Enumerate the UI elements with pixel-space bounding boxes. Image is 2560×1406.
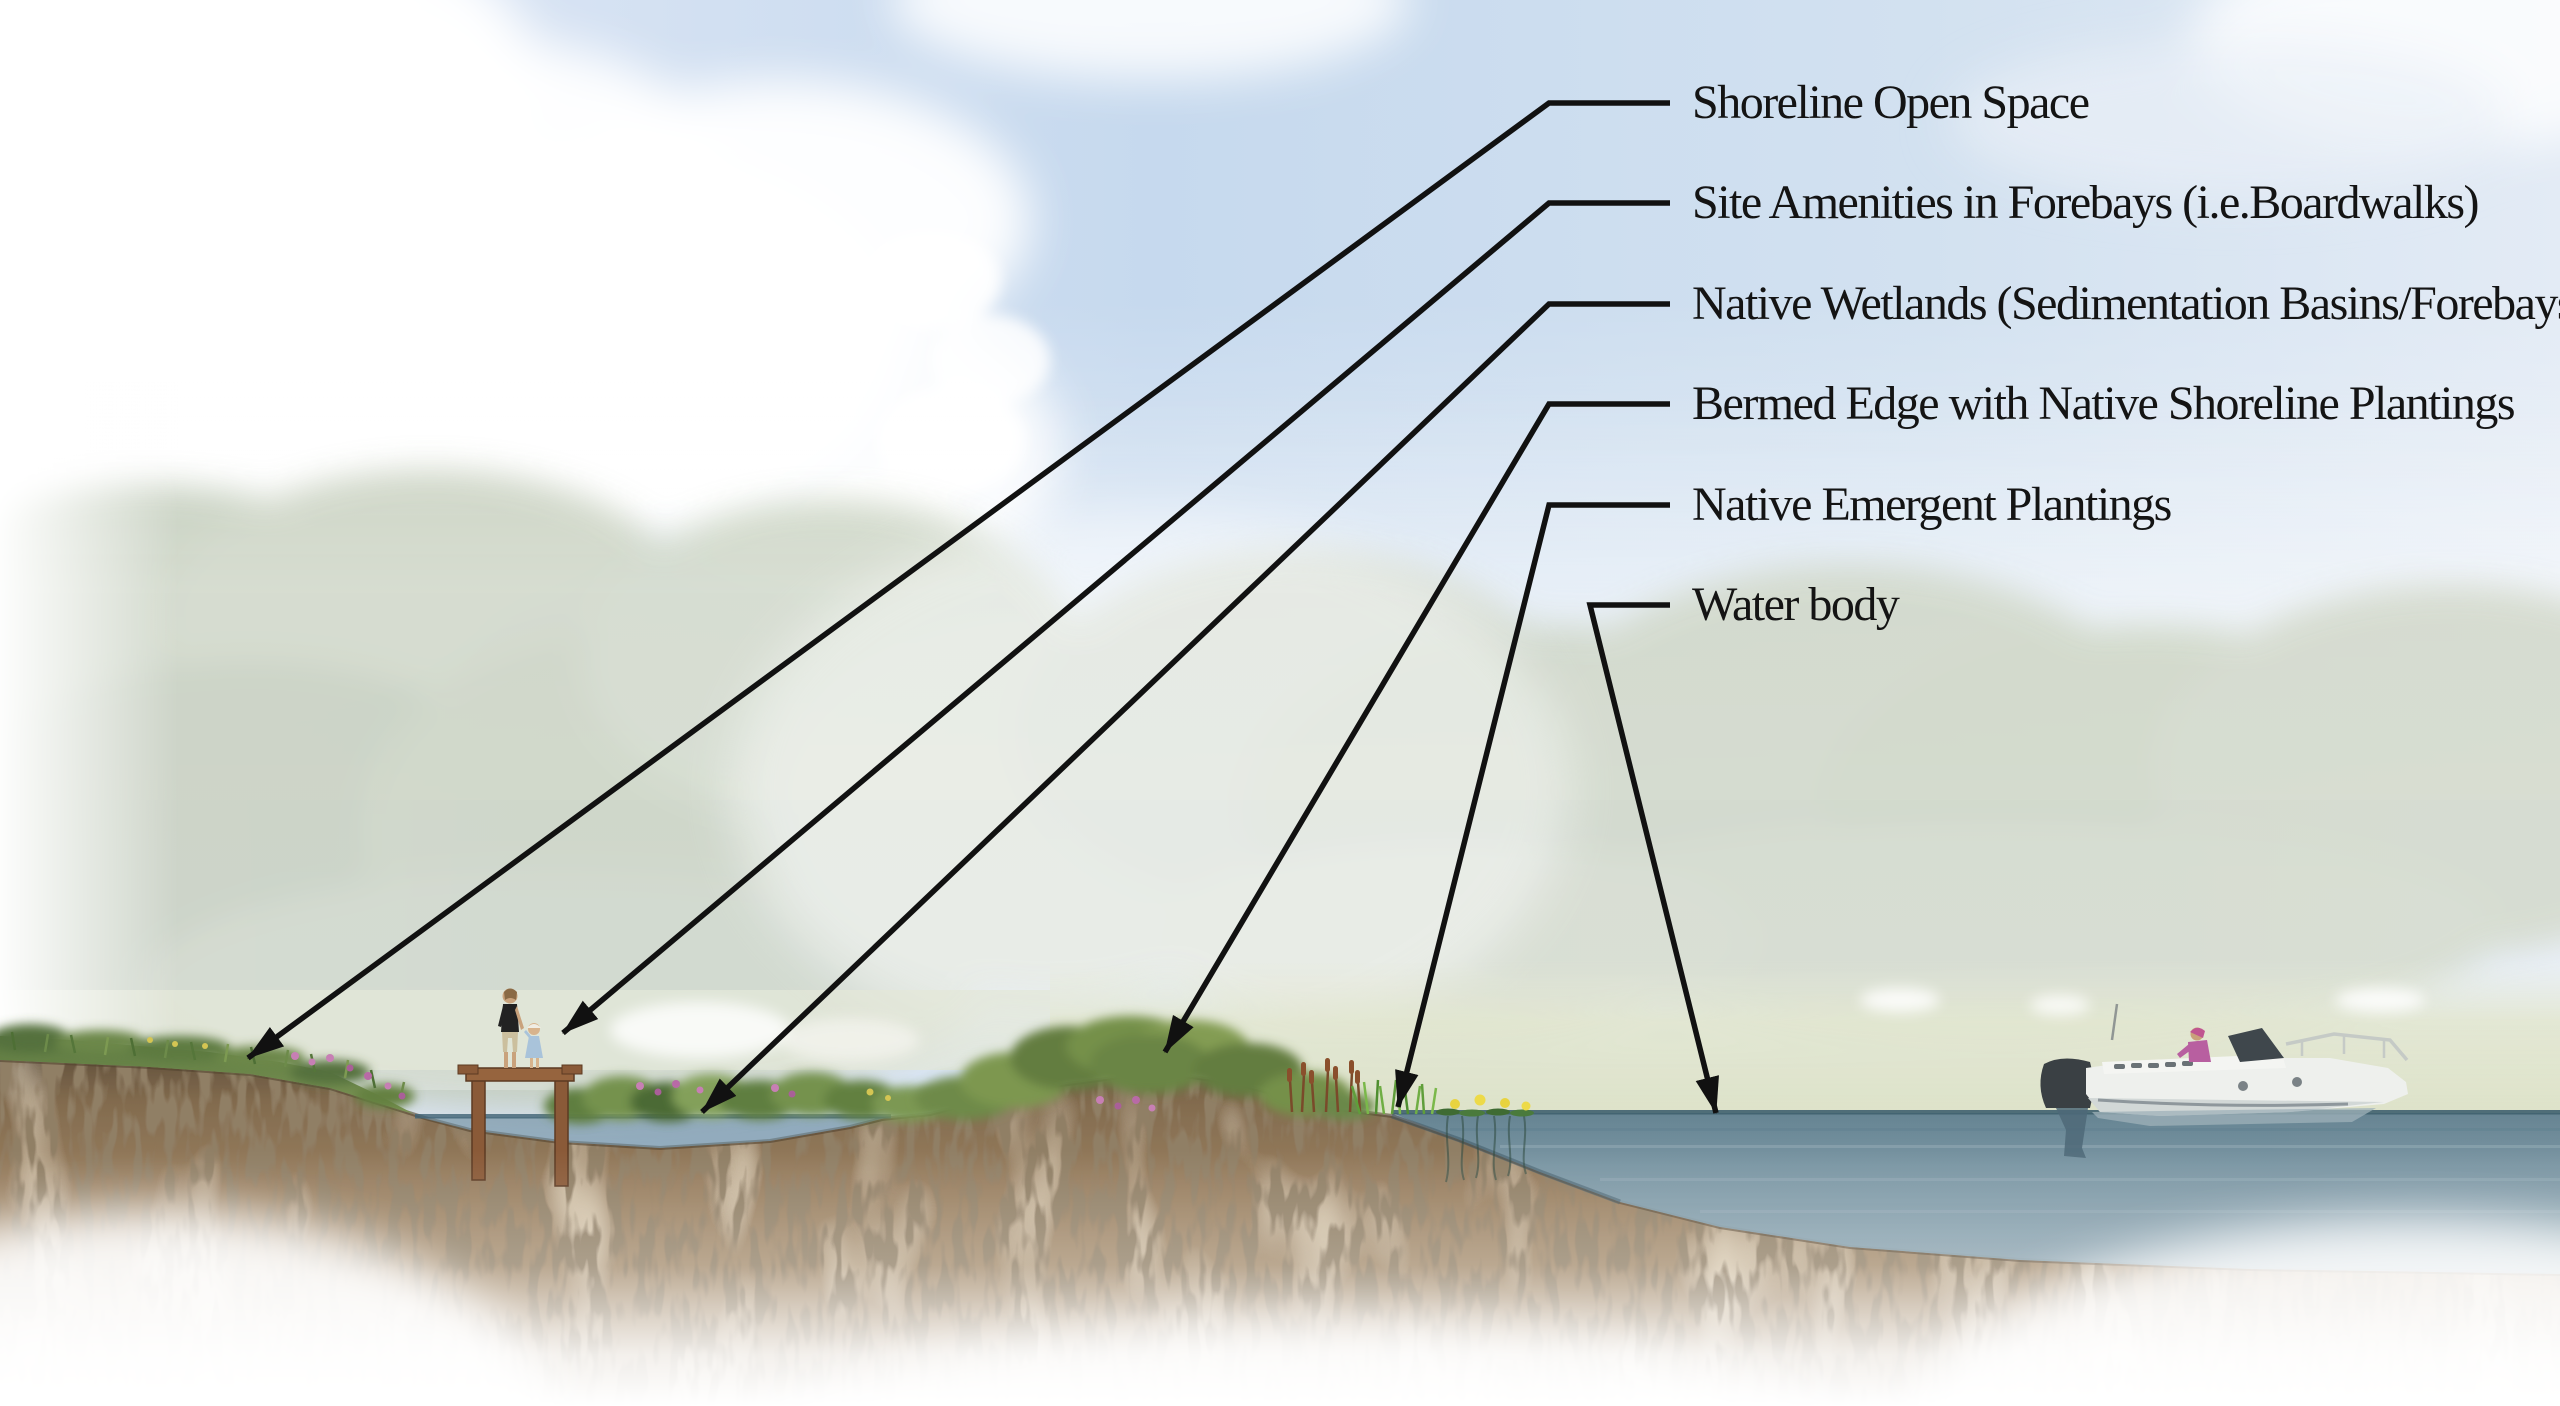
- berm-plantings: [915, 1016, 1375, 1120]
- yellow-flowers: [147, 1037, 208, 1049]
- middle-haze: [730, 510, 1570, 1070]
- callout-line-native-emergent: [1395, 502, 1670, 1108]
- left-edge-fade: [0, 0, 180, 1050]
- callout-line-shoreline-open-space: [246, 100, 1670, 1061]
- callout-line-native-wetlands: [700, 301, 1670, 1114]
- bottom-fog: [0, 1150, 2560, 1406]
- callout-lines: [246, 100, 1719, 1114]
- mother-figure: [498, 988, 524, 1068]
- callout-label-native-emergent: Native Emergent Plantings: [1692, 478, 2172, 531]
- callout-label-shoreline-open-space: Shoreline Open Space: [1692, 76, 2090, 129]
- callout-line-bermed-edge: [1162, 401, 1670, 1054]
- berm-flowers: [1096, 1096, 1156, 1112]
- callout-label-native-wetlands: Native Wetlands (Sedimentation Basins/Fo…: [1692, 277, 2560, 330]
- pink-flowers: [291, 1052, 406, 1100]
- callout-label-water-body: Water body: [1692, 578, 1900, 631]
- cattails: [1287, 1058, 1362, 1113]
- callout-label-bermed-edge: Bermed Edge with Native Shoreline Planti…: [1692, 377, 2516, 430]
- callout-line-site-amenities: [561, 200, 1670, 1036]
- wetland-flowers: [636, 1080, 891, 1101]
- child-figure: [524, 1023, 543, 1068]
- callout-line-water-body: [1586, 602, 1719, 1114]
- boat: [2040, 1003, 2409, 1158]
- callout-label-site-amenities: Site Amenities in Forebays (i.e.Boardwal…: [1692, 176, 2480, 229]
